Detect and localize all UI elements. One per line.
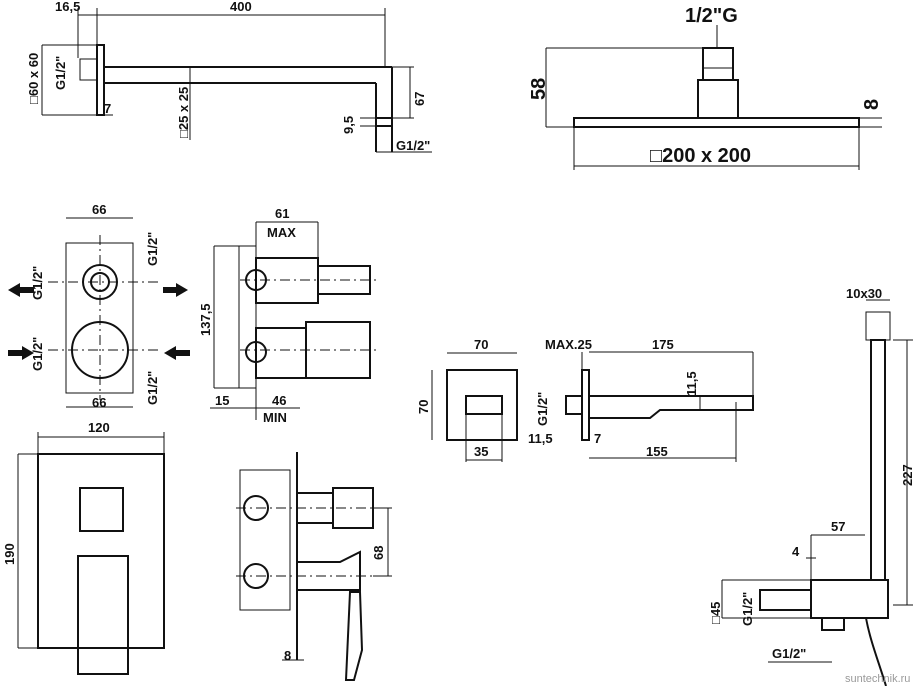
label-155: 155 — [646, 444, 668, 459]
mixer-body — [239, 469, 291, 611]
label-25x25: □25 x 25 — [176, 87, 191, 138]
label-175: 175 — [652, 337, 674, 352]
valve-side-drawing: 61 MAX 137,5 15 46 MIN — [198, 206, 378, 425]
label-61: 61 — [275, 206, 289, 221]
label-45: □45 — [708, 602, 723, 624]
label-400: 400 — [230, 0, 252, 14]
label-58: 58 — [528, 78, 550, 100]
arm-inlet-thread — [79, 58, 98, 81]
label-120: 120 — [88, 420, 110, 435]
arrow-in-right-shaft — [176, 350, 190, 356]
arrow-in-left-shaft — [8, 350, 22, 356]
mixer-handle — [296, 550, 361, 591]
arrow-out-right-icon — [176, 283, 188, 297]
valve-side-body-bottom — [255, 327, 307, 379]
label-57: 57 — [831, 519, 845, 534]
label-60x60: □60 x 60 — [26, 53, 41, 104]
plate-outline — [37, 453, 165, 649]
label-15: 15 — [215, 393, 229, 408]
hand-holder-outlet — [759, 589, 812, 611]
label-valve-g-left-top: G1/2" — [30, 266, 45, 300]
label-spout-11-5-r: 11,5 — [684, 371, 699, 396]
label-spout-g12: G1/2" — [535, 392, 550, 426]
plate-cutout — [79, 487, 124, 532]
arrow-in-right-icon — [164, 346, 176, 360]
label-arm-g12-bottom: G1/2" — [396, 138, 430, 153]
label-46: 46 — [272, 393, 286, 408]
hand-shower-drawing: 10x30 227 57 4 □45 G1/2" G1/2" — [708, 286, 915, 686]
label-200x200: □200 x 200 — [650, 145, 751, 167]
label-arm-g12: G1/2" — [53, 56, 68, 90]
label-68: 68 — [371, 546, 386, 560]
spout-side-plate — [581, 369, 590, 441]
label-mixer-8: 8 — [284, 648, 291, 663]
valve-front-drawing: 66 66 G1/2" G1/2" G1/2" G1/2" — [8, 202, 190, 410]
label-spout-70-w: 70 — [474, 337, 488, 352]
arrow-in-left-icon — [22, 346, 34, 360]
label-max25: MAX.25 — [545, 337, 592, 352]
wall-plate-drawing: 120 190 — [2, 420, 165, 675]
spout-side-body — [588, 395, 754, 419]
hand-holder-body — [810, 579, 889, 619]
label-valve-g-right-bottom: G1/2" — [145, 371, 160, 405]
label-valve-g-left-bottom: G1/2" — [30, 337, 45, 371]
arm-outlet-nut — [375, 117, 393, 127]
spout-side-thread — [565, 395, 583, 415]
head-connector-body — [697, 79, 739, 119]
arm-wall-plate — [96, 44, 105, 116]
label-12g: 1/2"G — [685, 5, 738, 27]
label-valve-66-top: 66 — [92, 202, 106, 217]
label-hand-g12-bottom: G1/2" — [772, 646, 806, 661]
spout-side-drawing: MAX.25 175 11,5 G1/2" 11,5 7 155 — [528, 337, 754, 462]
label-hand-g12-side: G1/2" — [740, 592, 755, 626]
shower-arm-drawing: 16,5 400 □60 x 60 G1/2" 7 □25 x 25 9,5 6… — [26, 0, 432, 153]
head-plate — [573, 117, 860, 128]
plate-lever — [77, 555, 129, 675]
arrow-out-left-shaft — [20, 287, 34, 293]
head-connector-nut — [702, 47, 734, 81]
label-67: 67 — [412, 92, 427, 106]
label-spout-70-h: 70 — [416, 400, 431, 414]
label-valve-66-bottom: 66 — [92, 395, 106, 410]
label-227: 227 — [900, 464, 915, 486]
spout-front-outline — [446, 369, 518, 441]
label-16-5: 16,5 — [55, 0, 80, 14]
label-valve-g-right-top: G1/2" — [145, 232, 160, 266]
label-spout-11-5-l: 11,5 — [528, 431, 553, 446]
label-190: 190 — [2, 543, 17, 565]
label-min: MIN — [263, 410, 287, 425]
spout-front-drawing: 70 70 35 — [416, 337, 518, 462]
label-9-5: 9,5 — [341, 116, 356, 134]
valve-side-port-bottom — [245, 341, 267, 363]
arrow-out-right-shaft — [163, 287, 177, 293]
label-spout-7: 7 — [594, 431, 601, 446]
label-35: 35 — [474, 444, 488, 459]
shower-head-drawing: 1/2"G 58 8 □200 x 200 — [528, 5, 883, 170]
label-10x30: 10x30 — [846, 286, 882, 301]
hand-holder-nut — [821, 617, 845, 631]
arrow-out-left-icon — [8, 283, 20, 297]
label-137-5: 137,5 — [198, 303, 213, 336]
label-7: 7 — [104, 101, 111, 116]
mixer-lever — [344, 591, 364, 681]
spout-front-outlet — [465, 395, 503, 415]
hand-shower-head — [865, 311, 891, 341]
watermark-text: suntechnik.ru — [845, 673, 910, 685]
label-max: MAX — [267, 225, 296, 240]
hand-shower-handle — [870, 339, 886, 581]
label-hand-4: 4 — [792, 544, 800, 559]
valve-side-plate — [238, 245, 257, 389]
hand-hose — [865, 617, 887, 686]
label-head-8: 8 — [861, 99, 883, 110]
mixer-valve-drawing: 68 8 — [236, 452, 392, 681]
